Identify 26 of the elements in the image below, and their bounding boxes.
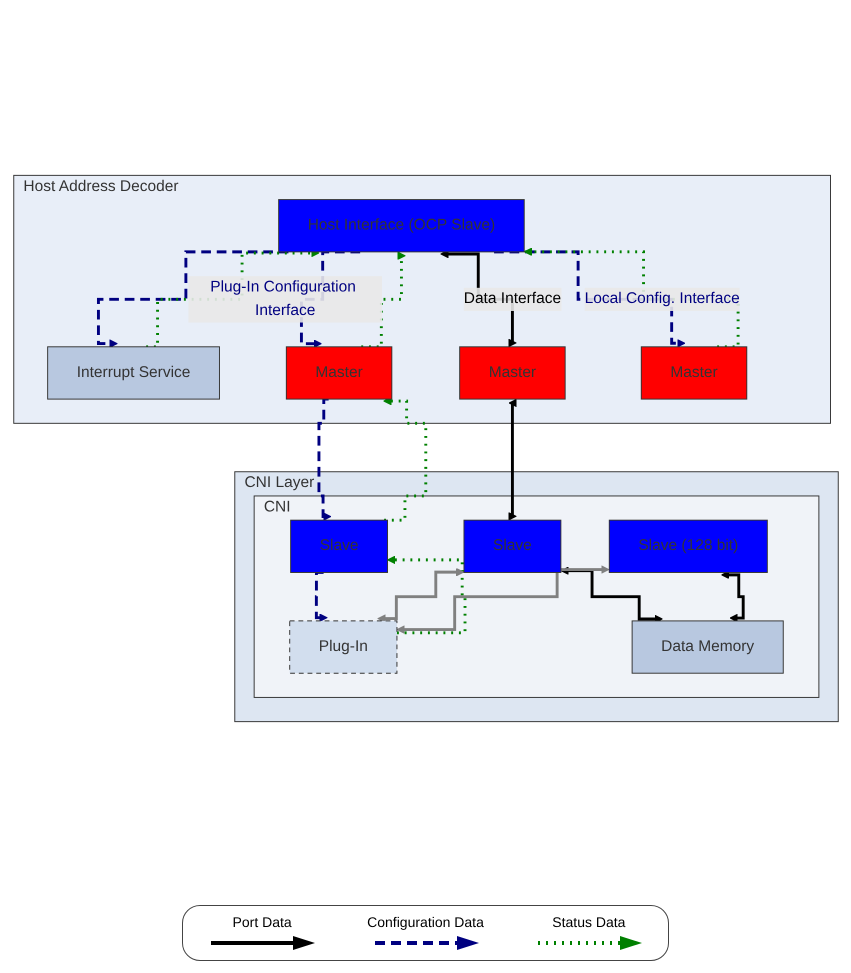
- arrow: [314, 571, 328, 622]
- edge-label: Plug-In Configuration Interface: [210, 279, 356, 319]
- arrow: [386, 556, 466, 634]
- edge-label: Data Interface: [463, 290, 561, 308]
- node-box: Master: [640, 346, 747, 400]
- node-box: Host Interface (OCP Slave): [278, 199, 524, 252]
- legend-label: Configuration Data: [367, 914, 484, 930]
- node-box: Interrupt Service: [46, 346, 220, 400]
- arrow: [396, 565, 609, 634]
- node-box: Data Memory: [631, 620, 784, 674]
- node-box: Slave: [463, 520, 561, 573]
- arrow: [360, 252, 406, 348]
- arrow: [316, 398, 331, 521]
- legend-label: Status Data: [552, 914, 626, 930]
- arrow: [376, 568, 464, 623]
- arrow: [508, 399, 516, 521]
- node-box: Slave (128 bit): [608, 520, 768, 573]
- arrow: [382, 396, 427, 522]
- node-box: Slave: [290, 520, 388, 573]
- legend-label: Port Data: [232, 914, 292, 930]
- arrow: [720, 570, 744, 622]
- node-box: Plug-In: [288, 620, 397, 674]
- edge-label: Local Config. Interface: [584, 290, 740, 308]
- node-box: Master: [285, 346, 392, 400]
- arrow: [96, 250, 288, 348]
- node-box: Master: [458, 346, 566, 400]
